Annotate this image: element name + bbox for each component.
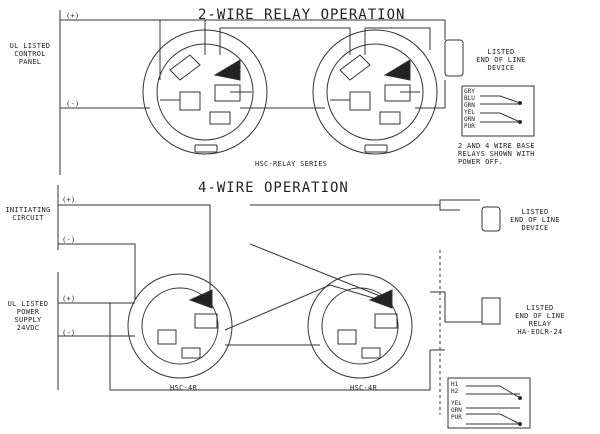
title-2-wire: 2-WIRE RELAY OPERATION: [198, 7, 406, 23]
series-label: HSC-RELAY SERIES: [255, 160, 328, 168]
power-supply-label: UL LISTED POWER SUPPLY 24VDC: [7, 300, 49, 332]
legend-gry: GRY: [464, 88, 475, 95]
eol-relay-label: LISTED END OF LINE RELAY HA-EOLR-24: [515, 304, 565, 336]
plus-label-top: (+): [66, 12, 80, 20]
legend-orn-2: ORN: [451, 407, 462, 414]
legend-blu: BLU: [464, 95, 475, 102]
legend-top-labels: GRY BLU GRN YEL ORN PUR: [464, 88, 475, 130]
legend-bottom-box: [447, 377, 531, 429]
eol-device-top-label: LISTED END OF LINE DEVICE: [476, 48, 526, 72]
minus-label-top: (-): [66, 100, 80, 108]
control-panel-label: UL LISTED CONTROL PANEL: [9, 42, 51, 66]
initiating-circuit-label: INITIATING CIRCUIT: [5, 206, 51, 222]
legend-pur-2: PUR: [451, 414, 462, 421]
base-bottom-left: [127, 273, 233, 379]
plus-label-init: (+): [62, 196, 76, 204]
base-right-label: HSC-4R: [350, 384, 378, 392]
plus-label-ps: (+): [62, 295, 76, 303]
legend-top-box: [461, 85, 535, 137]
minus-label-init: (-): [62, 236, 76, 244]
base-top-left: [142, 29, 268, 155]
legend-h1: H1: [451, 381, 459, 388]
base-bottom-right: [307, 273, 413, 379]
legend-grn: GRN: [464, 102, 475, 109]
legend-bottom-labels: H1 H2 YEL ORN PUR: [451, 381, 462, 421]
legend-yel-2: YEL: [451, 400, 462, 407]
eol-relay: [481, 297, 501, 325]
eol-device-bottom: [481, 206, 501, 232]
title-4-wire: 4-WIRE OPERATION: [198, 180, 349, 196]
legend-orn: ORN: [464, 116, 475, 123]
eol-device-top: [444, 39, 464, 77]
relay-note: 2 AND 4 WIRE BASE RELAYS SHOWN WITH POWE…: [458, 142, 535, 166]
base-top-right: [312, 29, 438, 155]
legend-h2: H2: [451, 388, 459, 395]
legend-pur: PUR: [464, 123, 475, 130]
minus-label-ps: (-): [62, 329, 76, 337]
base-left-label: HSC-4R: [170, 384, 198, 392]
eol-device-bottom-label: LISTED END OF LINE DEVICE: [510, 208, 560, 232]
legend-yel: YEL: [464, 109, 475, 116]
